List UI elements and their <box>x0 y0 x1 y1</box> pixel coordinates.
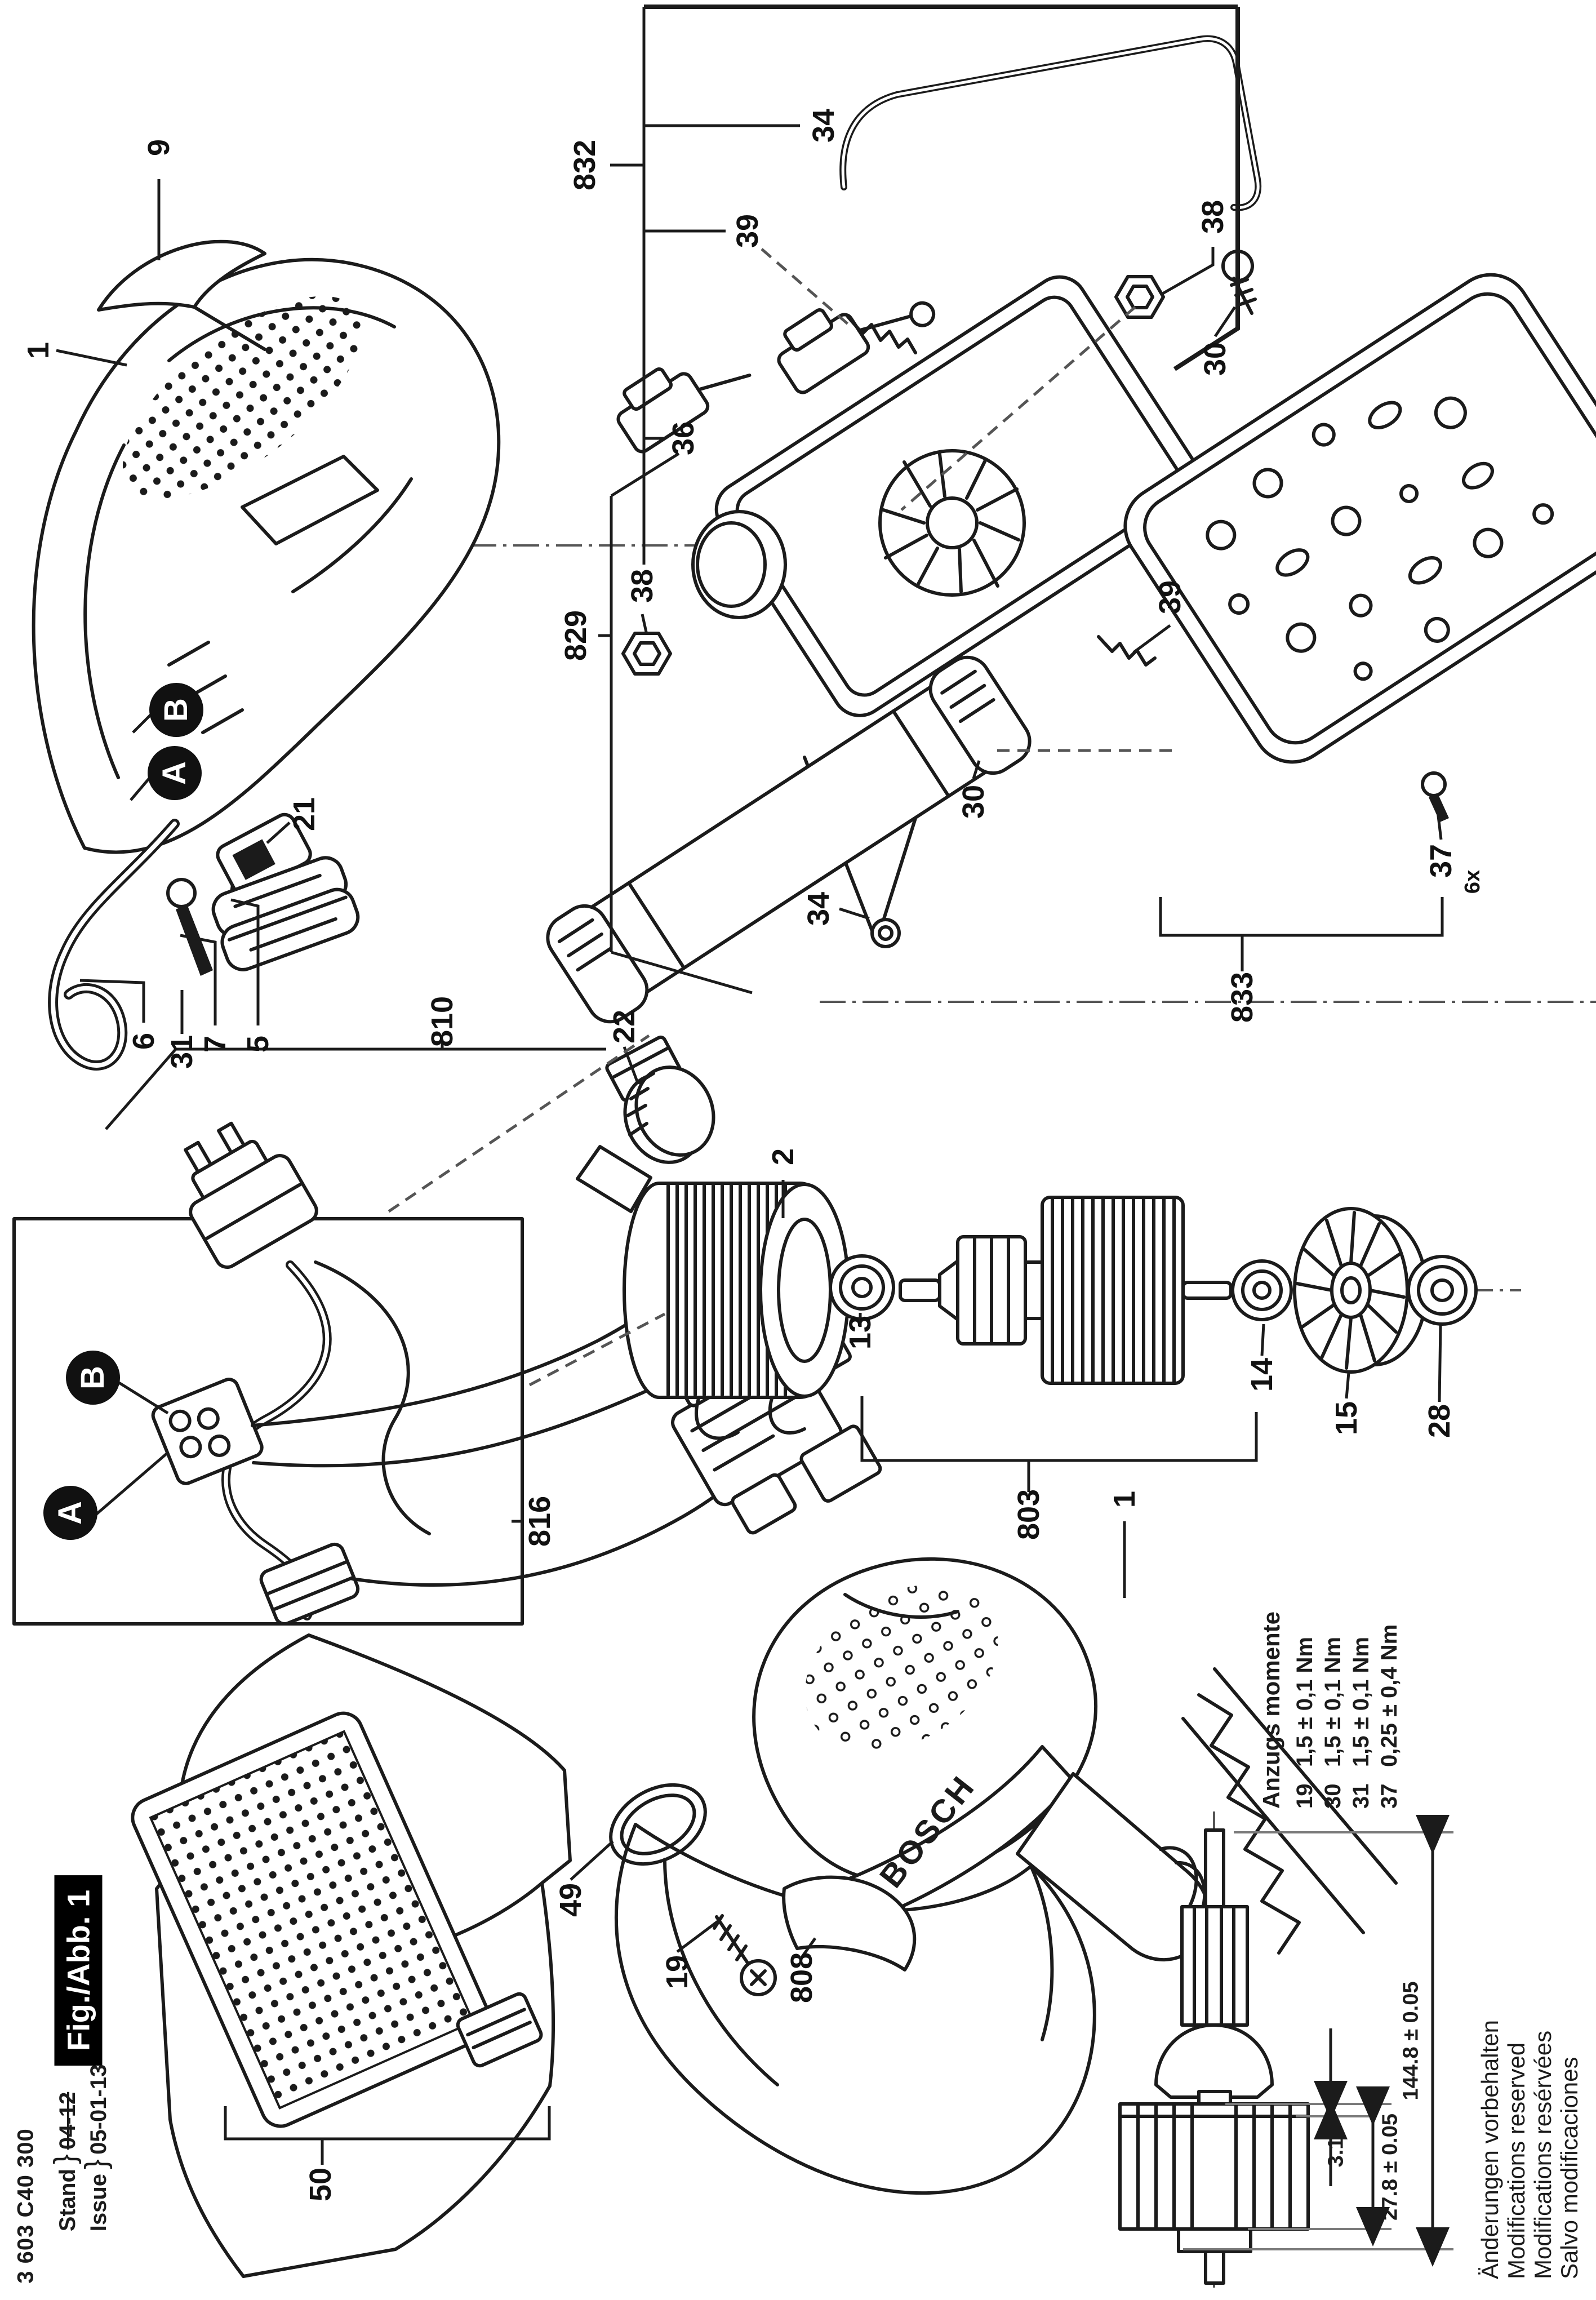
issue-label: Issue <box>86 2173 111 2232</box>
part-callout-2: 2 <box>766 1148 800 1166</box>
revision-block: Stand} 04-12 Issue} 05-01-13 <box>48 2064 113 2232</box>
note-line: Salvo modificaciones <box>1556 2057 1582 2280</box>
document-part-number: 3 603 C40 300 <box>13 2128 38 2284</box>
brace-glyph: } <box>79 2159 113 2169</box>
bearing-sketch <box>1231 1259 1293 1321</box>
part-callout-38: 38 <box>625 569 659 603</box>
hex-nut-sketch <box>621 632 672 676</box>
legal-notes: Änderungen vorbehalten Modifications res… <box>1477 2020 1582 2279</box>
screw-30-sketch <box>1221 250 1257 315</box>
part-callout-832: 832 <box>568 139 602 191</box>
part-callout-1: 1 <box>21 341 55 359</box>
part-callout-803: 803 <box>1012 1489 1046 1540</box>
variant-marker-B: B <box>66 1351 120 1405</box>
dimension-lines <box>1183 1815 1453 2267</box>
part-callout-30: 30 <box>957 784 990 819</box>
part-callout-28: 28 <box>1422 1404 1456 1438</box>
part-callout-39: 39 <box>731 214 764 248</box>
dust-box-sketch <box>131 1633 572 2278</box>
part-callout-13: 13 <box>843 1315 877 1350</box>
stand-label: Stand <box>55 2169 80 2232</box>
screw-31-sketch <box>166 878 213 976</box>
seal-ring-sketch <box>691 510 787 619</box>
issue-row: Issue} 05-01-13 <box>79 2064 113 2232</box>
sanding-sheet-sketch <box>546 655 1032 1024</box>
stand-row: Stand} 04-12 <box>48 2064 82 2232</box>
o-ring-sketch <box>609 1783 707 1866</box>
variant-marker-A: A <box>43 1486 97 1540</box>
part-callout-36: 36 <box>666 421 700 456</box>
main-body-sketch: BOSCH <box>614 1557 1398 2195</box>
field-stator-sketch <box>623 1182 850 1440</box>
armature-sketch <box>899 1196 1233 1385</box>
part-callout-5: 5 <box>241 1035 275 1053</box>
clamp-lever-sketch <box>616 367 752 454</box>
base-plate-sketch <box>1123 273 1596 764</box>
part-callout-829: 829 <box>559 610 593 661</box>
old-date: 04-12 <box>55 2092 80 2150</box>
part-callout-30: 30 <box>1198 341 1232 376</box>
part-callout-21: 21 <box>287 797 321 832</box>
figure-label-box: Fig./Abb. 1 <box>54 1875 103 2066</box>
variant-marker-B: B <box>149 683 203 737</box>
brace-glyph: } <box>48 2154 82 2165</box>
variant-marker-A: A <box>148 746 202 800</box>
fan-sketch <box>1293 1207 1428 1374</box>
note-line: Modifications reserved <box>1503 2042 1530 2280</box>
part-callout-14: 14 <box>1245 1357 1279 1392</box>
wiring-harness-box <box>12 1121 768 1626</box>
screw-37-sketch <box>1421 771 1449 822</box>
part-callout-34: 34 <box>802 891 835 926</box>
note-line: Modifications resérvées <box>1530 2030 1556 2280</box>
part-callout-22: 22 <box>607 1009 641 1044</box>
armature-section-sketch <box>1118 1828 1310 2285</box>
part-callout-810: 810 <box>425 996 459 1047</box>
part-callout-6: 6 <box>127 1032 161 1050</box>
part-callout-15: 15 <box>1330 1401 1363 1436</box>
cover-flap-sketch <box>782 1875 917 1972</box>
part-callout-38: 38 <box>1196 199 1230 234</box>
part-callout-1: 1 <box>1108 1490 1141 1508</box>
issue-date: 05-01-13 <box>86 2064 111 2155</box>
bearing-sketch <box>829 1254 895 1321</box>
dimension-value: 3.1 <box>1324 2137 1348 2168</box>
part-callout-31: 31 <box>165 1034 199 1069</box>
power-cord-sketch <box>48 819 180 1071</box>
part-callout-7: 7 <box>198 1035 232 1053</box>
part-callout-833: 833 <box>1225 971 1259 1023</box>
bearing-sketch <box>1407 1255 1478 1326</box>
part-callout-6x: 6x <box>1461 869 1484 894</box>
note-line: Änderungen vorbehalten <box>1477 2019 1503 2280</box>
figure-label: Fig./Abb. 1 <box>54 1875 103 2066</box>
part-callout-808: 808 <box>785 1952 819 2004</box>
part-callout-34: 34 <box>807 108 841 143</box>
part-callout-9: 9 <box>142 139 176 157</box>
part-callout-50: 50 <box>304 2167 337 2202</box>
part-callout-19: 19 <box>660 1955 694 1990</box>
part-callout-37: 37 <box>1424 843 1458 878</box>
part-callout-816: 816 <box>523 1495 557 1547</box>
dimension-value: 27.8 ± 0.05 <box>1378 2113 1402 2221</box>
part-callout-39: 39 <box>1153 580 1187 615</box>
dimension-value: 144.8 ± 0.05 <box>1399 1981 1423 2101</box>
part-callout-49: 49 <box>554 1882 588 1917</box>
hex-nut-sketch <box>1114 275 1165 319</box>
torque-table-title: Anzugs momente <box>1258 1611 1284 1809</box>
